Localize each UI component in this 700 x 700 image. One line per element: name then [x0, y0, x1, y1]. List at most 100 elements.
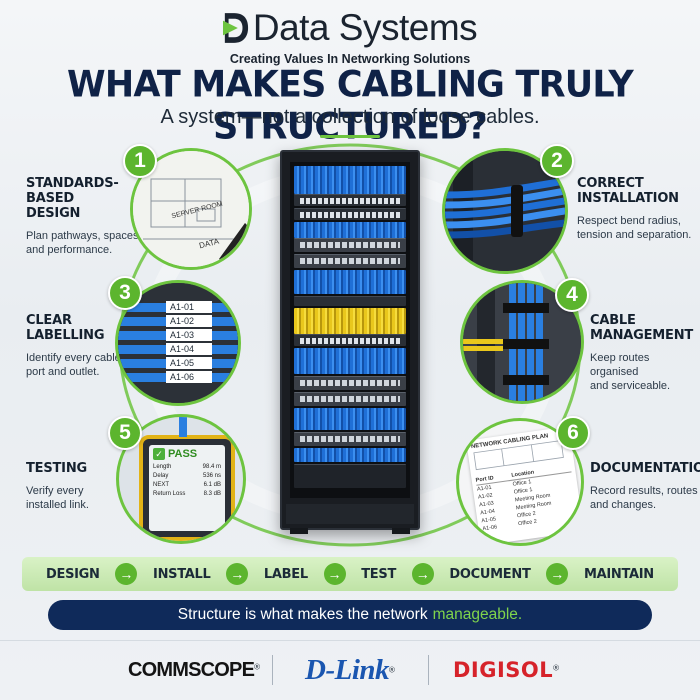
step-number-badge: 6: [556, 416, 590, 450]
brand-name: Data Systems: [252, 7, 478, 48]
process-steps-bar: DESIGN → INSTALL → LABEL → TEST → DOCUME…: [22, 557, 678, 591]
feature-title: CABLE MANAGEMENT: [590, 313, 694, 343]
network-switch: [294, 238, 406, 252]
subtitle-underline: [320, 135, 380, 138]
test-metric: Delay: [153, 473, 169, 479]
plan-cell: Office 2: [517, 518, 538, 528]
feature-description: Record results, routes and changes.: [590, 485, 698, 511]
step-number-badge: 1: [123, 144, 157, 178]
rack-foot: [392, 528, 410, 534]
brand-tagline: Creating Values In Networking Solutions: [229, 52, 471, 66]
feature-standards-design: STANDARDS-BASED DESIGN Plan pathways, sp…: [26, 176, 141, 257]
feature-title: TESTING: [26, 461, 87, 476]
cable-label: A1-01: [166, 301, 212, 313]
process-step: TEST: [361, 566, 397, 582]
network-switch: [294, 392, 406, 406]
check-icon: ✓: [153, 448, 165, 460]
step-number-badge: 3: [108, 276, 142, 310]
cable-label: A1-04: [166, 343, 212, 355]
blank-panel: [294, 464, 406, 488]
test-cable: [179, 417, 187, 437]
patch-panel: [294, 334, 406, 346]
feature-documentation: DOCUMENTATION Record results, routes and…: [590, 461, 700, 512]
cable-label: A1-02: [166, 315, 212, 327]
banner-text: Structure is what makes the network: [177, 606, 428, 623]
feature-description: Verify every installed link.: [26, 485, 89, 511]
rack-base: [286, 504, 414, 524]
feature-correct-installation: CORRECT INSTALLATION Respect bend radius…: [577, 176, 695, 242]
step-number-badge: 4: [555, 278, 589, 312]
feature-description: Respect bend radius, tension and separat…: [577, 215, 692, 241]
patch-panel: [294, 208, 406, 220]
digisol-logo: DIGISOL®: [452, 658, 560, 682]
patch-panel: [294, 194, 406, 206]
partner-name: COMMSCOPE: [127, 658, 255, 681]
feature-title: STANDARDS-BASED DESIGN: [26, 176, 119, 221]
test-value: 8.3 dB: [203, 491, 221, 497]
test-value: 98.4 m: [202, 464, 221, 470]
blue-patch-cables: [294, 348, 406, 374]
arrow-right-icon: →: [323, 563, 346, 585]
test-metric: Length: [153, 464, 172, 470]
cable-manager: [294, 296, 406, 306]
network-switch: [294, 254, 406, 268]
rack-interior: [290, 162, 410, 498]
page-subtitle: A system—not a collection of loose cable…: [160, 106, 540, 128]
cable-label: A1-05: [166, 357, 212, 369]
arrow-right-icon: →: [115, 563, 138, 585]
cable-label: A1-06: [166, 371, 212, 383]
cable-label-list: A1-01 A1-02 A1-03 A1-04 A1-05 A1-06: [166, 301, 212, 383]
feature-testing: TESTING Verify every installed link.: [26, 461, 131, 512]
partner-name: D-Link: [305, 653, 390, 686]
summary-banner: Structure is what makes the network mana…: [48, 600, 652, 630]
feature-description: Keep routes organised and serviceable.: [590, 352, 671, 392]
step-number-badge: 2: [540, 144, 574, 178]
banner-highlight: manageable.: [432, 606, 523, 623]
dlink-logo: D-Link®: [305, 653, 395, 686]
cable-label: A1-03: [166, 329, 212, 341]
labelled-cables-image: A1-01 A1-02 A1-03 A1-04 A1-05 A1-06: [115, 280, 241, 406]
floor-plan-sketch-icon: [473, 440, 564, 471]
test-value: 536 ns: [202, 473, 221, 479]
process-step: LABEL: [263, 566, 308, 582]
test-metric: Return Loss: [153, 491, 186, 497]
feature-description: Identify every cable, port and outlet.: [26, 352, 124, 378]
feature-clear-labelling: CLEAR LABELLING Identify every cable, po…: [26, 313, 136, 379]
feature-cable-management: CABLE MANAGEMENT Keep routes organised a…: [590, 313, 698, 393]
network-switch: [294, 432, 406, 446]
footer-divider: [0, 640, 700, 641]
blue-patch-cables: [294, 408, 406, 430]
page-title: WHAT MAKES CABLING TRULY STRUCTURED?: [67, 64, 634, 148]
yellow-patch-cables: [294, 308, 406, 334]
network-switch: [294, 376, 406, 390]
test-status: PASS: [168, 448, 198, 460]
process-step: DOCUMENT: [449, 566, 531, 582]
step-number-badge: 5: [108, 416, 142, 450]
brand-header: Data Systems Creating Values In Networki…: [0, 8, 700, 66]
logo-separator: [271, 655, 273, 685]
partner-logos: COMMSCOPE® D-Link® DIGISOL®: [0, 648, 700, 692]
arrow-right-icon: →: [546, 563, 569, 585]
feature-description: Plan pathways, spaces and performance.: [26, 230, 139, 256]
process-step: MAINTAIN: [583, 566, 654, 582]
feature-title: CLEAR LABELLING: [26, 313, 105, 343]
process-step: INSTALL: [153, 566, 211, 582]
blue-patch-cables: [294, 222, 406, 238]
process-step: DESIGN: [46, 566, 100, 582]
server-rack: [280, 150, 420, 534]
rack-foot: [290, 528, 308, 534]
data-systems-logo-icon: [222, 13, 248, 43]
brand-logo: Data Systems: [222, 7, 478, 48]
logo-separator: [427, 655, 429, 685]
blue-patch-cables: [294, 448, 406, 462]
commscope-logo: COMMSCOPE®: [127, 658, 261, 681]
arrow-right-icon: →: [411, 563, 434, 585]
partner-name: DIGISOL: [452, 658, 554, 682]
feature-title: DOCUMENTATION: [590, 461, 700, 476]
